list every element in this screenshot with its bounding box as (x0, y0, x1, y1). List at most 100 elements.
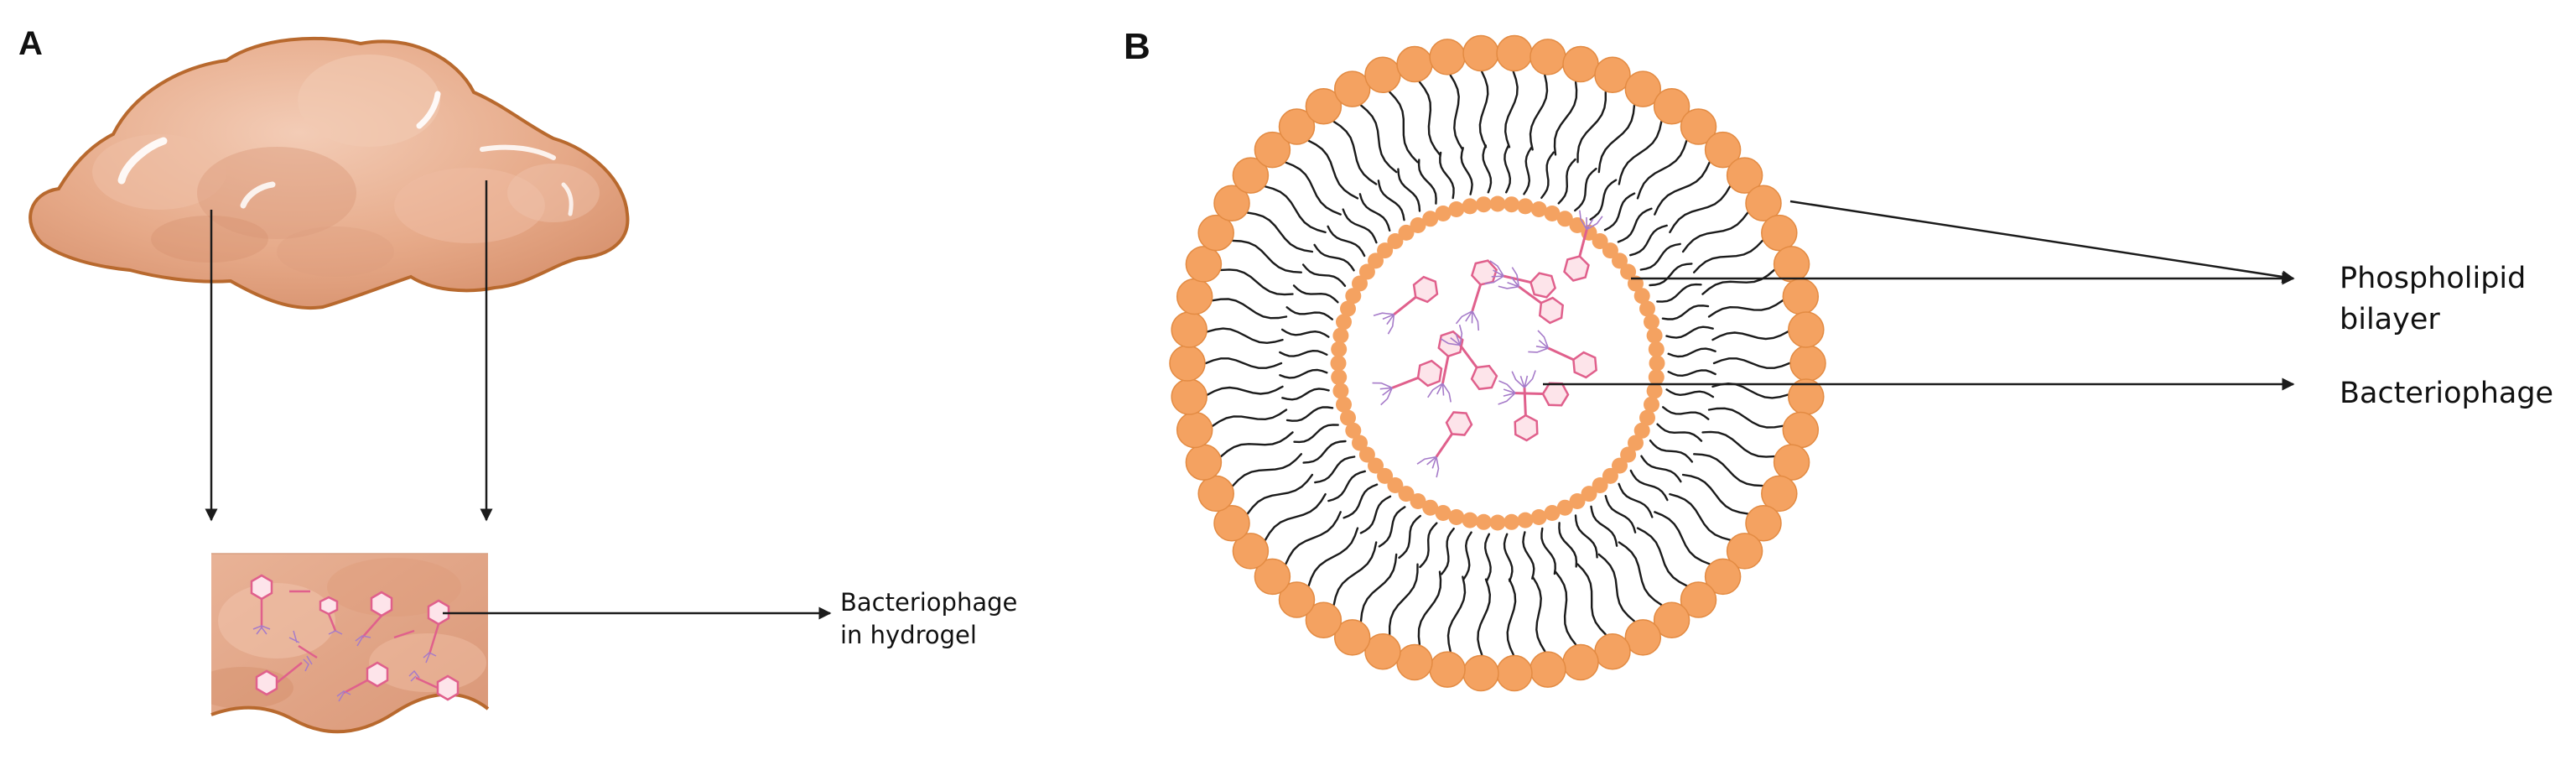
phospholipid-head (1761, 475, 1798, 513)
lipid-tail (1523, 146, 1533, 195)
lipid-tail (1359, 104, 1398, 174)
lipid-tail (1636, 527, 1688, 587)
bacteriophage-icon (1372, 359, 1443, 406)
lipid-tail (1654, 511, 1711, 565)
lipid-tail (1293, 424, 1339, 444)
lipid-tail (1264, 185, 1327, 234)
phospholipid-head (1592, 233, 1608, 249)
phospholipid-head (1788, 311, 1825, 348)
lipid-tail (1359, 495, 1392, 534)
phospholipid-head (1197, 214, 1234, 252)
panel-b-letter: B (1124, 26, 1150, 67)
lipid-tail (1389, 563, 1419, 636)
bacteriophage-icon (1498, 267, 1565, 325)
phospholipid-head (1176, 411, 1213, 449)
phospholipid-head (1169, 345, 1206, 382)
lipid-tail (1711, 331, 1789, 341)
lipid-tail (1554, 570, 1577, 646)
lipid-tail (1701, 268, 1775, 295)
lipid-tail (1313, 243, 1355, 272)
lipid-tail (1302, 440, 1347, 464)
bacteriophage-label: Bacteriophage (2340, 377, 2553, 410)
phospholipid-head (1364, 56, 1401, 94)
phospholipid-head (1429, 651, 1466, 688)
lipid-tail (1285, 511, 1342, 565)
phospholipid-head (1620, 446, 1637, 463)
lipid-tail (1667, 369, 1716, 377)
lipid-tail (1531, 575, 1546, 653)
phospholipid-head (1213, 505, 1250, 542)
lipid-tail (1264, 492, 1327, 541)
bacteriophage-icon (1440, 324, 1498, 391)
lipid-tail (1285, 306, 1333, 320)
lipid-tail (1574, 514, 1598, 559)
bacteriophage-icon (1416, 411, 1473, 478)
lipid-tail (1711, 382, 1789, 399)
encapsulated-bacteriophages (1372, 210, 1603, 478)
phospholipid-head (1462, 654, 1499, 692)
lipid-tail (1589, 179, 1618, 221)
lipid-tail (1314, 455, 1356, 484)
phospholipid-head (1504, 513, 1520, 530)
lipid-tail (1574, 167, 1597, 212)
phospholipid-head (1761, 214, 1798, 252)
lipid-tail (1462, 531, 1472, 580)
phospholipid-head (1475, 196, 1492, 213)
bacteriophage-icon (1484, 260, 1557, 299)
phospholipid-head (1305, 88, 1343, 125)
lipid-tail (1617, 207, 1653, 243)
phospholipid-head (1332, 383, 1349, 399)
phospholipid-head (1646, 383, 1663, 399)
lipid-tail (1656, 423, 1703, 442)
lipid-tail (1504, 144, 1512, 194)
lipid-tail (1503, 533, 1514, 582)
phospholipid-head (1517, 198, 1534, 215)
lipid-tail (1665, 325, 1714, 339)
phospholipid-head (1782, 278, 1820, 315)
lipid-tail (1378, 506, 1406, 548)
phospholipid-head (1649, 355, 1665, 372)
phospholipid-head (1530, 201, 1547, 217)
phospholipid-head (1680, 581, 1717, 618)
lipid-tail (1417, 570, 1442, 646)
phospholipid-head (1336, 314, 1352, 331)
lipid-tail (1232, 239, 1302, 273)
phospholipid-head (1648, 341, 1665, 357)
lipid-tail (1460, 147, 1473, 195)
phospholipid-head (1644, 396, 1659, 413)
lipid-tail (1590, 505, 1618, 547)
lipid-tail (1417, 159, 1437, 205)
phospholipid-head (1185, 444, 1223, 481)
phospholipid-head (1489, 195, 1506, 212)
phospholipid-head (1633, 288, 1650, 305)
lipid-tail (1301, 263, 1347, 287)
phospholipid-head (1396, 643, 1433, 681)
lipid-tail (1220, 431, 1294, 458)
phospholipid-head (1278, 581, 1316, 618)
phospholipid-head (1475, 513, 1492, 530)
phospholipid-head (1232, 157, 1270, 194)
lipid-tail (1292, 284, 1339, 304)
phospholipid-head (1556, 211, 1573, 227)
lipid-tail (1246, 211, 1314, 253)
phospholipid-head (1726, 157, 1763, 194)
lipid-tail (1667, 347, 1716, 358)
arrow-bilayer-outer (1789, 200, 2295, 284)
lipid-tail (1206, 385, 1284, 396)
phospholipid-head (1704, 558, 1742, 596)
lipid-tail (1669, 492, 1732, 541)
phospholipid-head (1171, 378, 1208, 415)
lipid-tail (1359, 553, 1398, 622)
hydrogel-blob (29, 36, 630, 310)
phospholipid-head (1387, 477, 1404, 493)
lipid-tails (1204, 70, 1791, 656)
phospholipid-head (1653, 88, 1690, 125)
phospholipid-head (1581, 486, 1597, 502)
phospholipid-head (1624, 619, 1662, 656)
lipid-tail (1280, 328, 1330, 338)
lipid-tail (1662, 406, 1710, 420)
phospholipid-head (1789, 345, 1826, 382)
lipid-tail (1246, 473, 1314, 515)
phospholipid-head (1254, 558, 1291, 596)
phospholipid-head (1620, 263, 1637, 280)
